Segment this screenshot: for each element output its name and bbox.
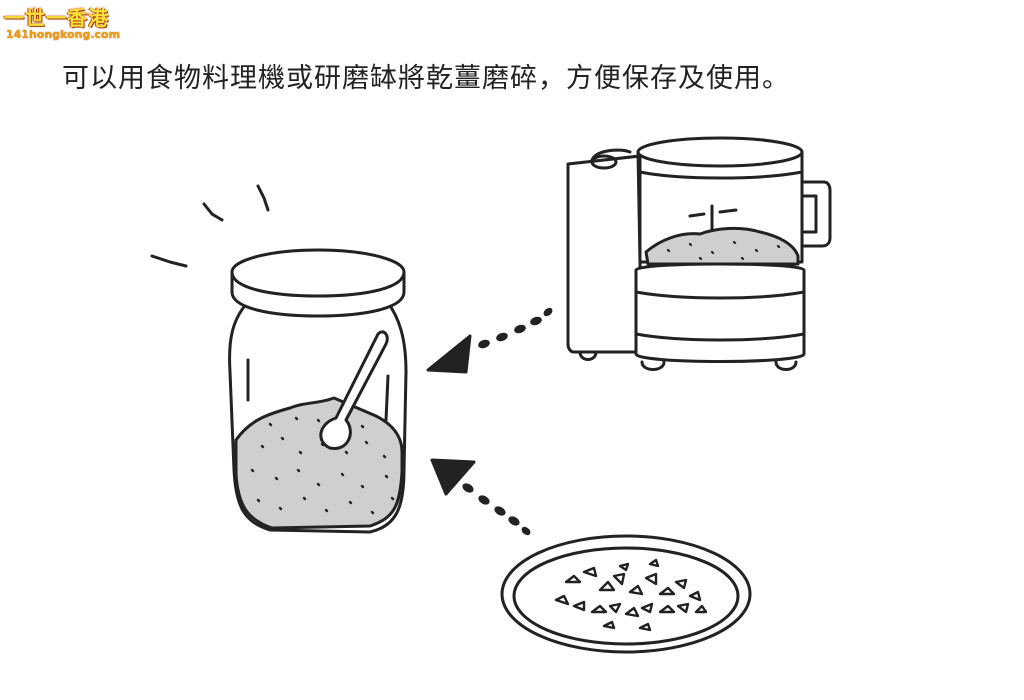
powder-speckles [250,416,395,515]
processor-lid [636,136,804,168]
glass-jar-icon [228,248,408,534]
arrow-head [430,458,476,496]
processor-foot [640,360,666,371]
processor-handle [800,180,832,248]
emphasis-mark [256,184,270,212]
processor-powder [644,226,800,266]
jar-powder [234,396,404,530]
jar-lid-side [230,270,406,318]
processor-foot [774,360,798,371]
processor-speckles [666,240,781,261]
arrow-head [426,334,472,374]
spoon-icon [319,330,389,450]
emphasis-marks [150,184,270,268]
arrow-plate-to-jar [430,458,531,536]
chopped-ginger [554,558,708,632]
food-processor-icon [566,136,832,371]
arrow-processor-to-jar [426,307,553,374]
watermark-text: 一世一香港 [4,6,109,30]
processor-foot [578,350,598,361]
emphasis-mark [202,202,224,222]
watermark-url: 141hongkong.com [6,28,121,41]
watermark-logo: 一世一香港 141hongkong.com [2,2,128,46]
processor-base [634,262,806,363]
plate-icon [500,534,752,654]
jar-highlight [384,374,390,422]
jar-body [228,298,408,534]
caption-text: 可以用食物料理機或研磨缽將乾薑磨碎，方便保存及使用。 [62,63,790,94]
processor-column [566,154,642,354]
processor-blade [688,204,738,234]
emphasis-mark [150,254,188,268]
plate-rim [500,534,752,654]
